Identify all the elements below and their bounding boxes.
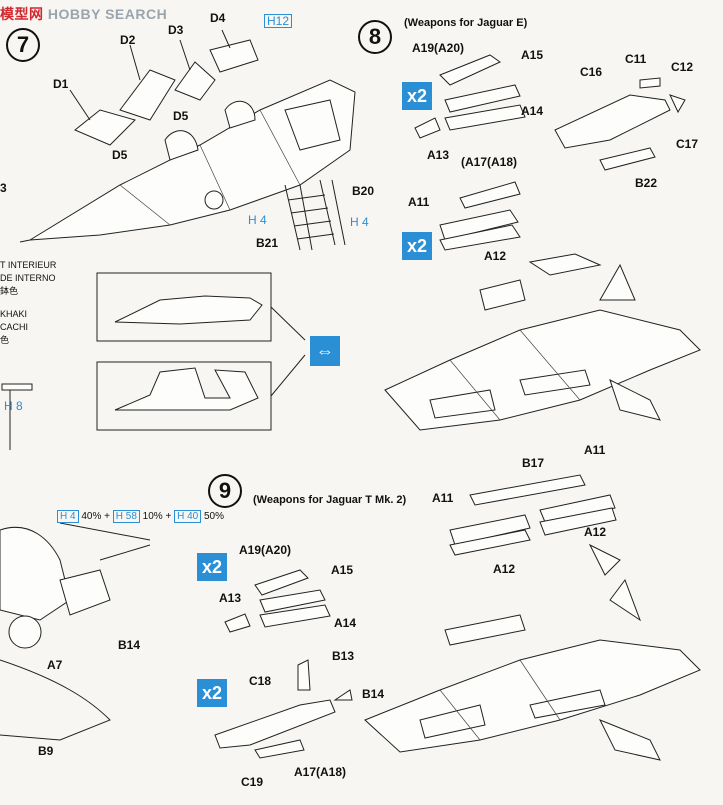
label-a19-a20: A19(A20) bbox=[412, 41, 465, 55]
step9-aircraft bbox=[364, 543, 701, 761]
step9-title: (Weapons for Jaguar T Mk. 2) bbox=[253, 494, 407, 506]
label-d5-b: D5 bbox=[112, 148, 128, 162]
label-b21: B21 bbox=[256, 236, 279, 250]
label-a17-a18: (A17(A18) bbox=[461, 155, 518, 169]
mix-h4-pct: 40% bbox=[81, 511, 102, 522]
label-d1: D1 bbox=[53, 77, 69, 91]
step7-number: 7 bbox=[6, 28, 40, 62]
note-cn2: 色 bbox=[0, 335, 10, 345]
label-a11-left: A11 bbox=[432, 491, 454, 505]
step7-lower-assembly bbox=[0, 383, 151, 741]
label-c19: C19 bbox=[241, 775, 264, 789]
canopy-parts bbox=[69, 29, 259, 146]
label-b9: B9 bbox=[38, 744, 54, 758]
site-logo: 模型网 HOBBY SEARCH bbox=[0, 4, 167, 24]
color-h4-left: H 4 bbox=[248, 213, 267, 227]
label-a12-right: A12 bbox=[584, 525, 607, 539]
color-mix: H 4 40% + H 58 10% + H 40 50% bbox=[57, 510, 225, 523]
note-interieur: T INTERIEUR bbox=[0, 260, 57, 270]
color-h8: H 8 bbox=[4, 399, 23, 413]
mix-h58: H 58 bbox=[112, 510, 140, 523]
label-a11: A11 bbox=[408, 195, 430, 209]
label-b20: B20 bbox=[352, 184, 375, 198]
step9-number: 9 bbox=[208, 474, 242, 508]
step8-number: 8 bbox=[358, 20, 392, 54]
label-b13: B13 bbox=[332, 649, 355, 663]
step8-title: (Weapons for Jaguar E) bbox=[404, 17, 528, 29]
step9-weapons bbox=[214, 474, 617, 759]
step9-x2-badge-bottom: x2 bbox=[197, 679, 227, 707]
label-b14-step7: B14 bbox=[118, 638, 141, 652]
label-a13: A13 bbox=[427, 148, 450, 162]
label-a19-a20-step9: A19(A20) bbox=[239, 543, 292, 557]
step8-aircraft bbox=[384, 253, 701, 431]
label-a7: A7 bbox=[47, 658, 63, 672]
label-c11: C11 bbox=[625, 52, 647, 66]
step7-fuselage bbox=[19, 79, 356, 243]
step8-x2-badge-top: x2 bbox=[402, 82, 432, 110]
label-b17: B17 bbox=[522, 456, 545, 470]
label-c17: C17 bbox=[676, 137, 699, 151]
label-d5-a: D5 bbox=[173, 109, 189, 123]
label-c16: C16 bbox=[580, 65, 603, 79]
step8-x2-badge-bottom: x2 bbox=[402, 232, 432, 260]
label-d2: D2 bbox=[120, 33, 136, 47]
logo-cn: 模型网 bbox=[0, 6, 44, 22]
label-a15: A15 bbox=[521, 48, 544, 62]
label-d3: D3 bbox=[168, 23, 184, 37]
mix-h58-pct: 10% bbox=[142, 511, 163, 522]
swap-arrow-icon: ⇔ bbox=[310, 336, 340, 366]
ladder bbox=[284, 179, 346, 251]
mix-plus-1: + bbox=[104, 511, 110, 522]
mix-h40: H 40 bbox=[174, 510, 202, 523]
color-h4-right: H 4 bbox=[350, 215, 369, 229]
label-a12: A12 bbox=[484, 249, 507, 263]
mix-h40-pct: 50% bbox=[204, 511, 225, 522]
logo-en: HOBBY SEARCH bbox=[47, 6, 168, 22]
label-d4: D4 bbox=[210, 11, 226, 25]
label-c18: C18 bbox=[249, 674, 272, 688]
note-interno: DE INTERNO bbox=[0, 273, 56, 283]
mix-plus-2: + bbox=[165, 511, 172, 522]
label-a17-a18-step9: A17(A18) bbox=[294, 765, 347, 779]
label-a11-right: A11 bbox=[584, 443, 606, 457]
label-a14-step9: A14 bbox=[334, 616, 357, 630]
note-khaki: KHAKI bbox=[0, 309, 28, 319]
label-a14: A14 bbox=[521, 104, 544, 118]
mix-h4: H 4 bbox=[57, 510, 79, 523]
label-3: 3 bbox=[0, 181, 7, 195]
label-a13-step9: A13 bbox=[219, 591, 242, 605]
label-b14-step9: B14 bbox=[362, 687, 385, 701]
step9-x2-badge-top: x2 bbox=[197, 553, 227, 581]
label-a15-step9: A15 bbox=[331, 563, 354, 577]
label-a12-left: A12 bbox=[493, 562, 516, 576]
label-c12: C12 bbox=[671, 60, 694, 74]
note-cachi: CACHI bbox=[0, 322, 29, 332]
color-h12: H12 bbox=[264, 14, 293, 28]
label-b22: B22 bbox=[635, 176, 658, 190]
note-cn1: 鉢色 bbox=[0, 286, 19, 296]
step8-weapons bbox=[414, 54, 686, 251]
